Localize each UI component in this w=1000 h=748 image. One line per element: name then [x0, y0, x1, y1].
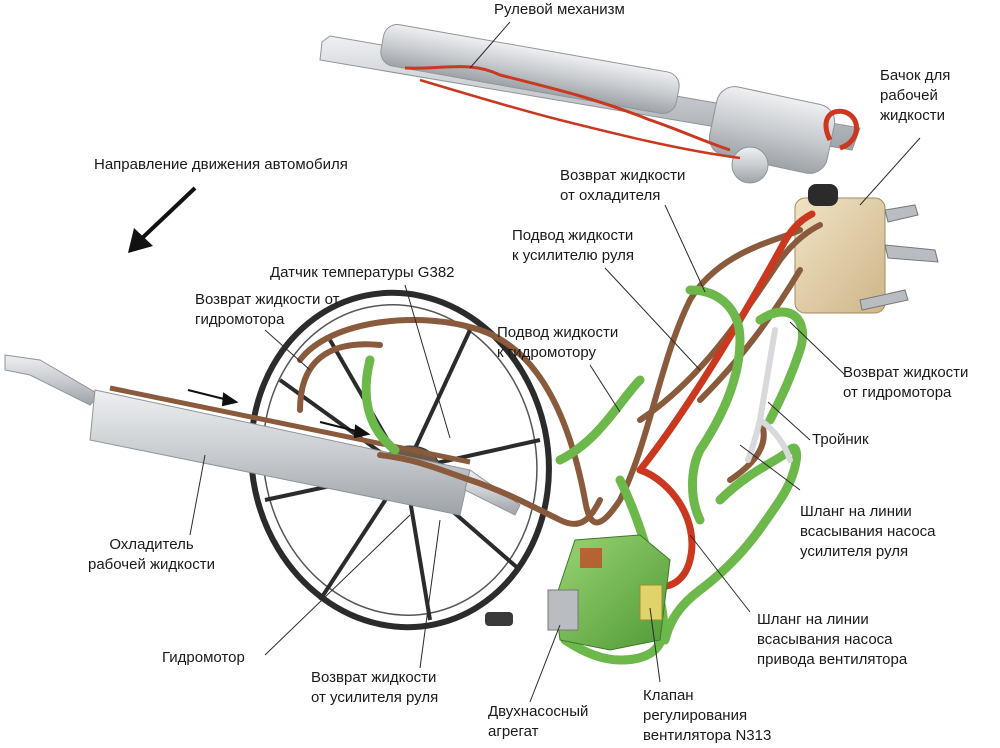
label-supply-to-booster: Подвод жидкости к усилителю руля [512, 227, 635, 264]
label-cooler: Охладитель рабочей жидкости [88, 536, 215, 573]
green-lines [361, 285, 808, 665]
label-return-from-cooler: Возврат жидкости от охладителя [560, 167, 686, 204]
fluid-cooler [4, 354, 521, 516]
brown-lines [297, 222, 823, 527]
label-return-from-booster: Возврат жидкости от усилителя руля [311, 669, 439, 706]
label-fan-valve: Клапан регулирования вентилятора N313 [643, 687, 772, 744]
label-reservoir: Бачок для рабочей жидкости [880, 67, 951, 124]
reservoir [794, 184, 939, 314]
label-steering-gear: Рулевой механизм [494, 1, 625, 18]
red-lines [636, 210, 816, 590]
label-hose-steering-pump: Шланг на линии всасывания насоса усилите… [800, 503, 936, 560]
label-temperature-sensor: Датчик температуры G382 [270, 264, 455, 281]
label-hose-fan-pump: Шланг на линии всасывания насоса привода… [757, 611, 908, 668]
tee-fitting [745, 327, 793, 463]
label-return-from-motor-right: Возврат жидкости от гидромотора [843, 364, 969, 401]
direction-arrow [128, 186, 197, 253]
label-return-from-motor-left: Возврат жидкости от гидромотора [195, 291, 340, 328]
leader-lines [189, 21, 921, 703]
label-direction: Направление движения автомобиля [94, 156, 348, 173]
label-tee: Тройник [812, 431, 869, 448]
label-supply-to-motor: Подвод жидкости к гидромотору [497, 324, 619, 361]
label-hydromotor: Гидромотор [162, 649, 245, 666]
steering-gear [319, 23, 861, 184]
label-dual-pump: Двухнасосный агрегат [488, 703, 589, 740]
flow-arrows [187, 389, 371, 439]
dual-pump-unit [547, 534, 671, 651]
